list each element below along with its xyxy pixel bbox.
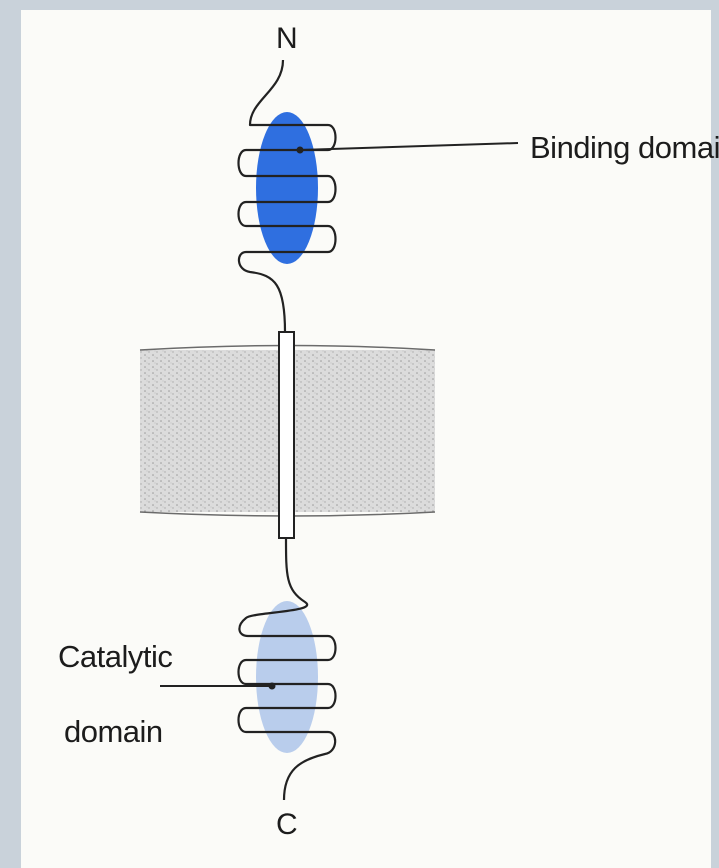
intracellular-strand (237, 537, 337, 801)
catalytic-domain-label-line1: Catalytic (58, 639, 172, 674)
binding-domain-label: Binding domain (530, 130, 719, 165)
binding-domain-blob (256, 112, 318, 264)
binding-domain-leader (296, 142, 519, 154)
catalytic-domain-blob (256, 601, 318, 753)
n-terminus-label: N (276, 22, 298, 55)
extracellular-strand (237, 59, 337, 333)
catalytic-domain-label-line2: domain (64, 714, 163, 749)
c-terminus-label: C (276, 808, 298, 841)
catalytic-domain-leader (160, 682, 276, 690)
transmembrane-segment (278, 331, 295, 539)
